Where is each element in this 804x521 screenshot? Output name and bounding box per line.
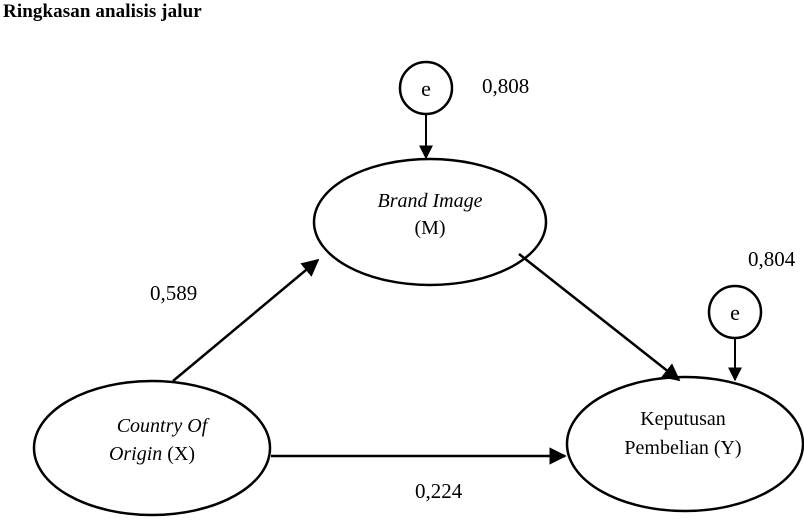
ellipse-independent [32,379,272,517]
node-mediator: Brand Image (M) [312,157,548,287]
node-independent: Country Of Origin (X) [32,379,272,517]
independent-name-line2: Origin (X) [109,443,195,465]
mediator-name: Brand Image [378,190,483,212]
dependent-line1: Keputusan [640,408,726,430]
ellipse-mediator [312,157,548,287]
error-term-dependent: e [707,284,763,340]
error-value-dependent: 0,804 [748,247,796,271]
ellipse-dependent [565,375,804,513]
arrow-x-to-m [172,258,320,382]
coef-x-to-m: 0,589 [150,281,197,305]
independent-name-line2-text: Origin [109,443,162,465]
error-value-mediator: 0,808 [482,74,529,98]
node-dependent: Keputusan Pembelian (Y) [565,375,804,513]
mediator-code: (M) [414,217,445,239]
coef-x-to-y: 0,224 [415,479,463,503]
independent-code: (X) [167,443,195,465]
error-symbol-mediator: e [421,76,431,101]
dependent-line2: Pembelian (Y) [624,437,741,459]
error-symbol-dependent: e [730,300,740,325]
error-term-mediator: e [398,60,454,116]
diagram-title: Ringkasan analisis jalur [3,1,202,22]
arrow-m-to-y [518,253,681,382]
independent-name-line1: Country Of [117,415,210,437]
